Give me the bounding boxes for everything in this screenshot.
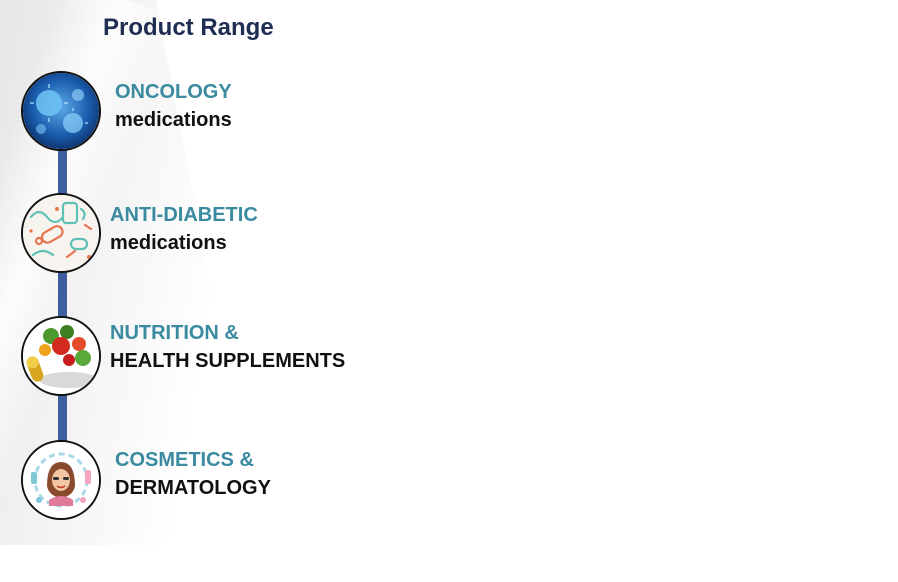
subtitle-label: DERMATOLOGY [115,477,271,499]
category-label: COSMETICS & [115,449,254,471]
virus-cells-icon [21,71,101,151]
product-item-anti-diabetic: ANTI-DIABETIC medications [110,201,258,257]
category-label: ONCOLOGY [115,81,232,103]
timeline-connector [58,268,67,320]
timeline-connector [58,145,67,197]
subtitle-label: medications [110,232,227,254]
category-label: NUTRITION & [110,322,239,344]
subtitle-label: medications [115,109,232,131]
product-item-oncology: ONCOLOGY medications [115,78,232,134]
woman-cosmetics-icon [21,440,101,520]
product-item-nutrition: NUTRITION & HEALTH SUPPLEMENTS [110,319,345,375]
product-item-cosmetics: COSMETICS & DERMATOLOGY [115,446,271,502]
category-label: ANTI-DIABETIC [110,204,258,226]
subtitle-label: HEALTH SUPPLEMENTS [110,350,346,372]
vegetables-supplements-icon [21,316,101,396]
page-title: Product Range [103,14,274,41]
timeline-connector [58,390,67,442]
diabetes-pills-icon [21,193,101,273]
